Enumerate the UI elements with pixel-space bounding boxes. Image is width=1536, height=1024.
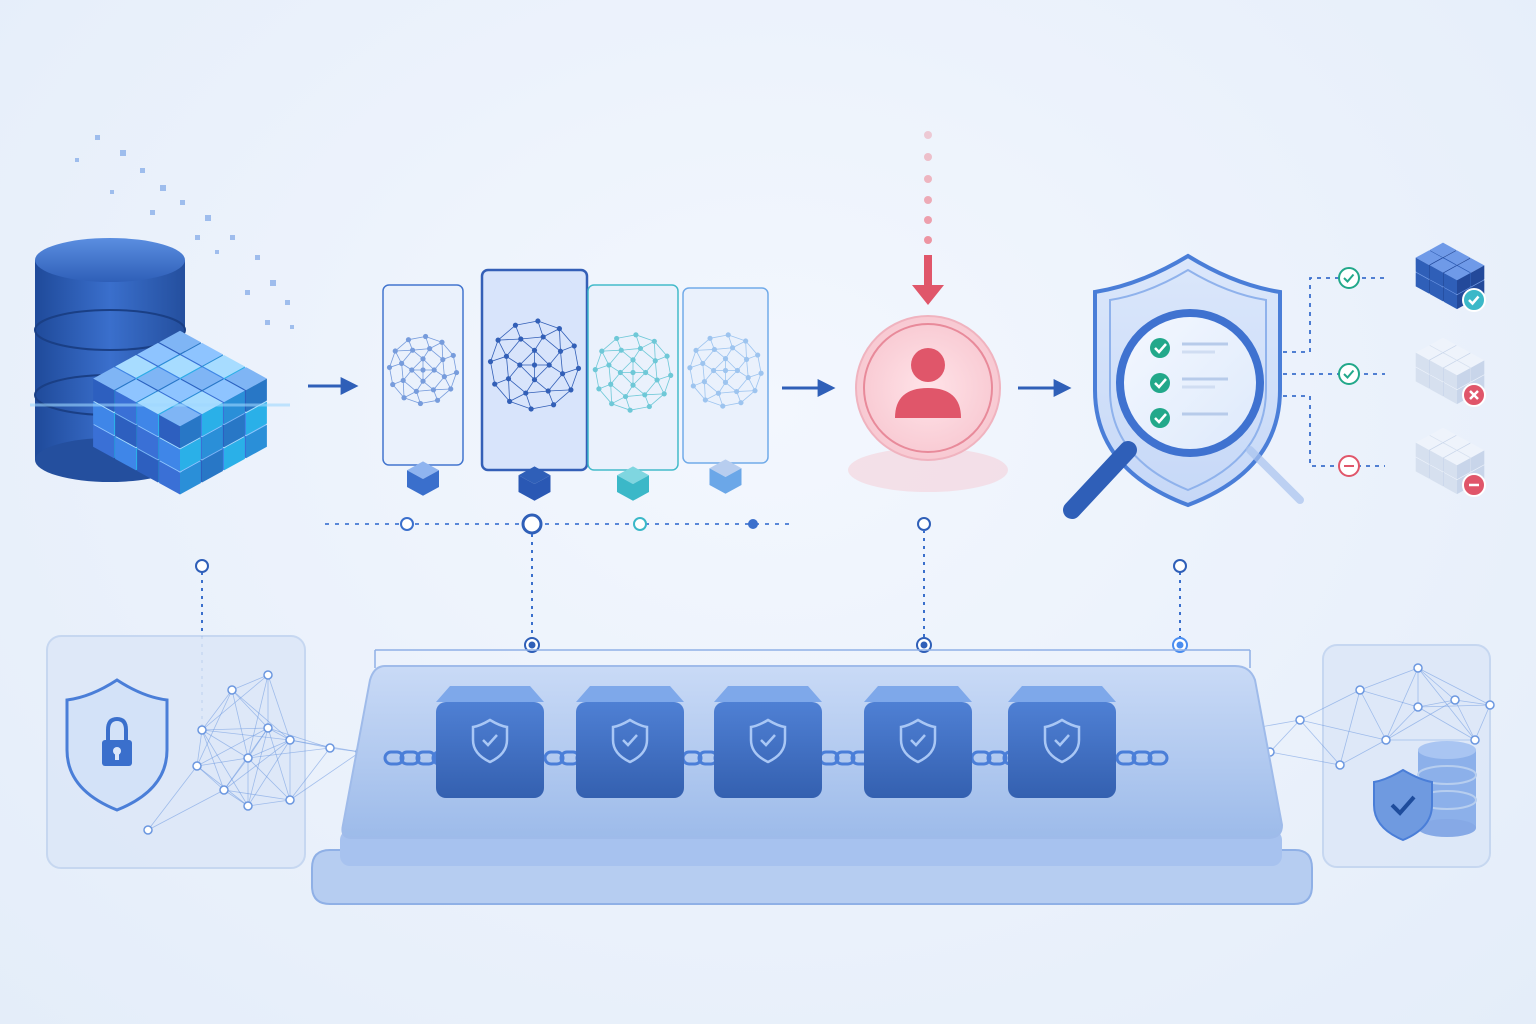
outcome-cube-group	[1415, 337, 1486, 407]
data-cube	[159, 403, 201, 449]
neural-network-icon	[487, 318, 582, 412]
timeline-node	[633, 517, 647, 531]
outcome-cube	[1443, 360, 1471, 390]
chain-link-icon	[834, 750, 856, 766]
check-icon	[1338, 363, 1360, 385]
x-icon	[1462, 383, 1486, 407]
ledger-block	[864, 686, 972, 798]
neural-network-icon	[687, 332, 764, 409]
chain-link-icon	[383, 750, 405, 766]
down-arrow-icon	[912, 255, 944, 305]
neural-network-panel	[382, 284, 464, 496]
model-base-chip	[617, 466, 649, 501]
user-icon	[895, 348, 961, 418]
data-source-stage	[30, 135, 294, 495]
outcome-branches	[1283, 277, 1385, 467]
check-icon	[1338, 267, 1360, 289]
blockchain-ledger	[311, 649, 1313, 905]
neural-network-panel	[587, 284, 679, 501]
timeline-node	[748, 519, 758, 529]
model-versions-stage	[325, 268, 790, 535]
shield-check-icon	[749, 718, 787, 764]
shield-check-icon	[611, 718, 649, 764]
shield-check-icon	[899, 718, 937, 764]
ledger-block	[436, 686, 544, 798]
chain-link-icon	[1147, 750, 1169, 766]
chain-link-icon	[986, 750, 1008, 766]
shield-lock-icon	[65, 678, 169, 812]
model-base-chip	[709, 459, 742, 494]
chain-link-icon	[1115, 750, 1137, 766]
shield-check-database-icon	[1373, 741, 1477, 842]
secure-storage-panel	[1155, 644, 1495, 868]
timeline-node-active	[521, 513, 543, 535]
neural-network-icon	[386, 333, 460, 407]
minus-icon	[1462, 473, 1486, 497]
shield-check-icon	[1043, 718, 1081, 764]
model-base-chip	[407, 461, 439, 496]
ledger-block	[576, 686, 684, 798]
outcome-cube-group	[1415, 242, 1486, 312]
outcome-cube	[1443, 450, 1471, 480]
checklist	[1150, 338, 1228, 428]
ledger-block	[1008, 686, 1116, 798]
chain-link-icon	[399, 750, 421, 766]
magnifier-icon	[1063, 309, 1304, 519]
data-particles	[75, 135, 294, 329]
model-base-chip	[518, 466, 551, 501]
ledger-block	[714, 686, 822, 798]
chain-link-icon	[1131, 750, 1153, 766]
network-mesh	[143, 670, 365, 835]
data-cubes-cluster	[93, 330, 267, 495]
incoming-signal-dots	[924, 131, 932, 244]
shield-check-icon	[471, 718, 509, 764]
chain-link-icon	[415, 750, 437, 766]
neural-network-panel	[682, 287, 769, 494]
neural-network-panel	[480, 268, 589, 501]
audit-verification-stage	[1063, 242, 1486, 519]
neural-network-icon	[592, 332, 674, 413]
human-review-stage	[848, 131, 1008, 531]
timeline-node	[400, 517, 414, 531]
connector-nodes	[195, 559, 1188, 653]
model-timeline	[325, 513, 790, 535]
flow-arrows	[308, 377, 1072, 397]
chain-link-icon	[543, 750, 565, 766]
ledger-connectors	[201, 530, 1181, 730]
minus-icon	[1338, 455, 1360, 477]
outcome-cube	[1443, 265, 1471, 295]
security-panel	[46, 635, 365, 869]
outcome-cube-group	[1415, 427, 1486, 497]
review-node	[917, 517, 931, 531]
check-icon	[1462, 288, 1486, 312]
